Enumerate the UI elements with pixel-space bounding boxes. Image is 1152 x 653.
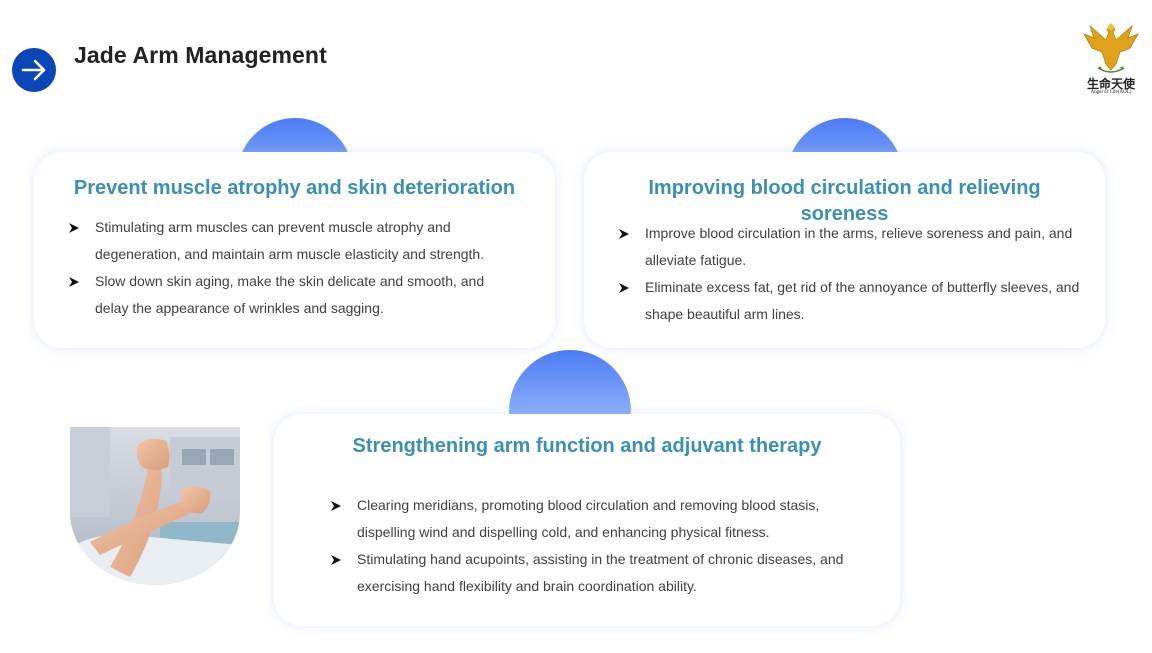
card-title: Strengthening arm function and adjuvant … xyxy=(352,435,822,457)
bullet-text: Stimulating arm muscles can prevent musc… xyxy=(95,219,485,262)
arrowhead-bullet-icon xyxy=(619,229,629,239)
bullet-text: Clearing meridians, promoting blood circ… xyxy=(357,497,820,540)
card-title: Prevent muscle atrophy and skin deterior… xyxy=(73,177,516,199)
card-title: Improving blood circulation and relievin… xyxy=(648,177,1041,225)
card-blood-circulation: Improving blood circulation and relievin… xyxy=(584,152,1105,348)
list-item: Stimulating arm muscles can prevent musc… xyxy=(66,214,516,268)
arm-exercise-photo xyxy=(70,427,240,585)
golden-eagle-icon xyxy=(1080,18,1142,100)
arrowhead-bullet-icon xyxy=(331,501,341,511)
card-prevent-atrophy: Prevent muscle atrophy and skin deterior… xyxy=(34,152,555,348)
bullet-list: Clearing meridians, promoting blood circ… xyxy=(328,492,868,600)
bullet-text: Stimulating hand acupoints, assisting in… xyxy=(357,551,844,594)
arrowhead-bullet-icon xyxy=(619,283,629,293)
list-item: Stimulating hand acupoints, assisting in… xyxy=(328,546,868,600)
list-item: Slow down skin aging, make the skin deli… xyxy=(66,268,516,322)
bullet-text: Improve blood circulation in the arms, r… xyxy=(645,225,1073,268)
arrow-right-icon xyxy=(12,48,56,92)
logo-name-en: Angel of Life(AOL) xyxy=(1090,90,1132,95)
bullet-text: Slow down skin aging, make the skin deli… xyxy=(95,273,485,316)
arrowhead-bullet-icon xyxy=(331,555,341,565)
card-arm-function: Strengthening arm function and adjuvant … xyxy=(274,414,900,626)
list-item: Improve blood circulation in the arms, r… xyxy=(616,220,1086,274)
arrowhead-bullet-icon xyxy=(69,277,79,287)
list-item: Clearing meridians, promoting blood circ… xyxy=(328,492,868,546)
logo-name-cn: 生命天使 xyxy=(1086,77,1135,91)
bullet-list: Stimulating arm muscles can prevent musc… xyxy=(66,214,516,322)
list-item: Eliminate excess fat, get rid of the ann… xyxy=(616,274,1086,328)
bullet-text: Eliminate excess fat, get rid of the ann… xyxy=(645,279,1080,322)
arrowhead-bullet-icon xyxy=(69,223,79,233)
bullet-list: Improve blood circulation in the arms, r… xyxy=(616,220,1086,328)
page-title: Jade Arm Management xyxy=(74,42,327,68)
